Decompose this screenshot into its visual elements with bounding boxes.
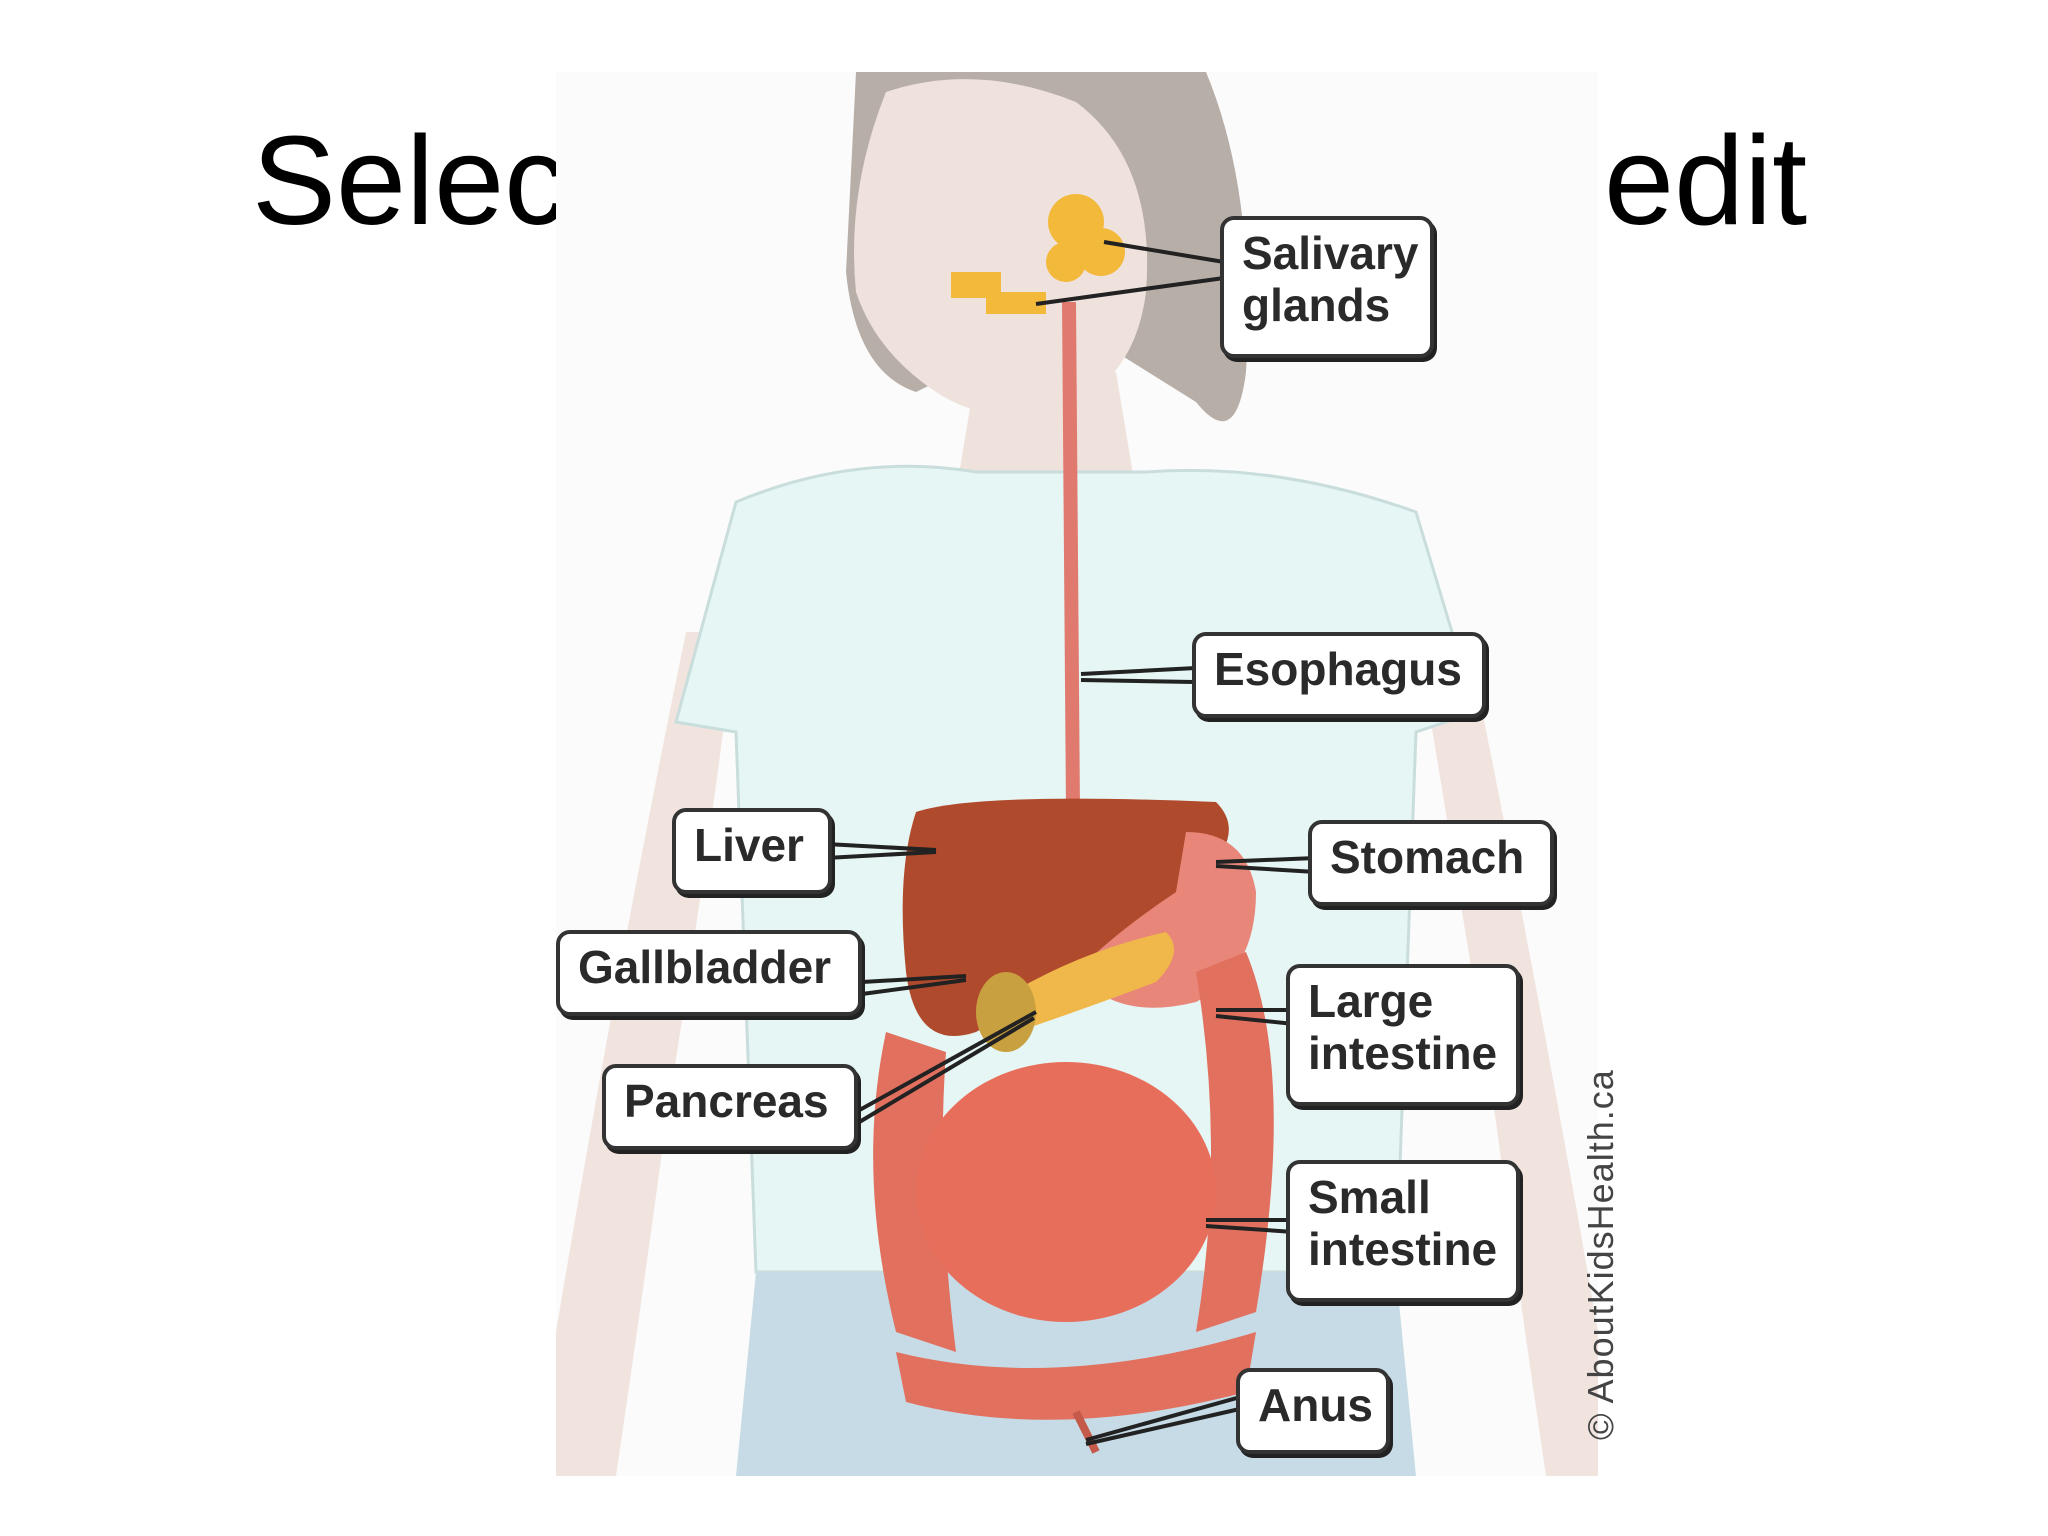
credit-text: © AboutKidsHealth.ca <box>1580 1069 1621 1440</box>
label-large-intestine: Large intestine <box>1286 964 1520 1106</box>
label-salivary-glands: Salivary glands <box>1220 216 1434 358</box>
label-gallbladder: Gallbladder <box>556 930 862 1016</box>
label-small-intestine: Small intestine <box>1286 1160 1520 1302</box>
label-stomach: Stomach <box>1308 820 1554 906</box>
label-pancreas: Pancreas <box>602 1064 858 1150</box>
label-liver: Liver <box>672 808 832 894</box>
label-anus: Anus <box>1236 1368 1390 1454</box>
label-esophagus: Esophagus <box>1192 632 1486 718</box>
slide-title-right[interactable]: edit <box>1604 110 1808 251</box>
digestive-system-diagram: Salivary glands Esophagus Liver Stomach … <box>556 72 1598 1476</box>
image-credit: © AboutKidsHealth.ca <box>1538 1060 1621 1440</box>
slide-title-left[interactable]: Selec <box>252 110 568 251</box>
